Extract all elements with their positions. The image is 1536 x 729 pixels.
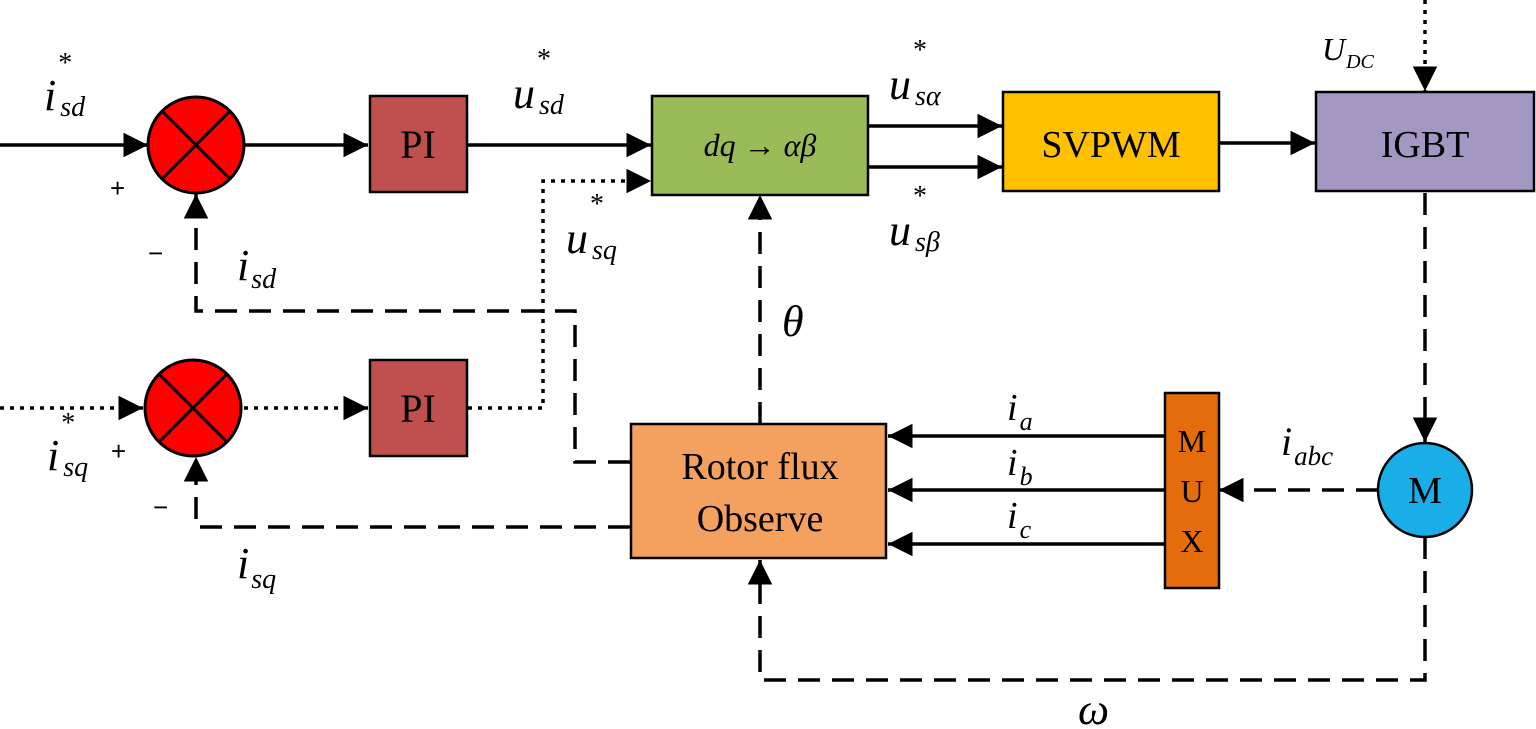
pi-q-rect xyxy=(368,358,469,458)
wire-pi-q-to-transform xyxy=(468,168,651,410)
label-ib: ib xyxy=(1007,442,1033,491)
pi-q-label: PI xyxy=(400,386,436,431)
transform-label: dq → αβ xyxy=(704,127,817,163)
summer-q xyxy=(143,358,243,458)
mux-letter-x: X xyxy=(1180,523,1203,559)
mux-letter-u: U xyxy=(1180,473,1203,509)
motor-block: M xyxy=(1376,441,1474,539)
wire-isq-feedback xyxy=(183,457,630,529)
label-isd-ref: i*sd xyxy=(44,48,86,123)
observer-label-line1: Rotor flux xyxy=(681,446,838,488)
observer-block: Rotor flux Observe xyxy=(629,422,888,560)
summer-d xyxy=(146,95,246,195)
igbt-block: IGBT xyxy=(1314,90,1536,193)
label-ia: ia xyxy=(1007,387,1033,436)
summer-signs: + − + − xyxy=(110,173,168,522)
sign-d-plus: + xyxy=(110,173,125,203)
wire-omega xyxy=(747,537,1427,682)
igbt-label: IGBT xyxy=(1381,124,1470,166)
mux-rect xyxy=(1163,391,1221,590)
label-isd: isd xyxy=(237,241,277,295)
label-isq: isq xyxy=(237,539,276,595)
label-omega: ω xyxy=(1078,685,1109,729)
motor-label: M xyxy=(1408,470,1442,512)
label-udc: UDC xyxy=(1322,31,1375,73)
wire-isd-feedback xyxy=(183,194,630,464)
mux-block: M U X xyxy=(1163,391,1221,590)
motor-circle xyxy=(1376,441,1474,539)
mux-letter-m: M xyxy=(1178,423,1206,459)
label-usd-ref: u*sd xyxy=(513,44,565,121)
label-theta: θ xyxy=(782,297,804,346)
transform-block: dq → αβ xyxy=(650,94,870,197)
label-isq-ref: i*sq xyxy=(47,408,88,483)
label-usq-ref: u*sq xyxy=(566,189,617,266)
label-usalpha-ref: u*sα xyxy=(889,35,942,112)
label-ic: ic xyxy=(1007,495,1032,544)
pi-d-rect xyxy=(368,94,469,194)
label-iabc: iabc xyxy=(1281,419,1333,471)
svpwm-block: SVPWM xyxy=(1001,90,1221,193)
pi-d-label: PI xyxy=(400,122,436,167)
sign-q-plus: + xyxy=(111,436,126,466)
label-usbeta-ref: u*sβ xyxy=(889,181,940,258)
signal-labels: i*sd u*sd u*sα u*sβ u*sq UDC isd θ i*sq xyxy=(44,31,1375,729)
sign-d-minus: − xyxy=(148,238,163,268)
pi-d-block: PI xyxy=(368,94,469,194)
sign-q-minus: − xyxy=(153,492,168,522)
observer-label-line2: Observe xyxy=(697,498,824,540)
svpwm-label: SVPWM xyxy=(1041,124,1180,166)
igbt-rect xyxy=(1314,90,1536,193)
wires xyxy=(0,0,1438,682)
svpwm-rect xyxy=(1001,90,1221,193)
transform-rect xyxy=(650,94,870,197)
pi-q-block: PI xyxy=(368,358,469,458)
observer-rect xyxy=(629,422,888,560)
